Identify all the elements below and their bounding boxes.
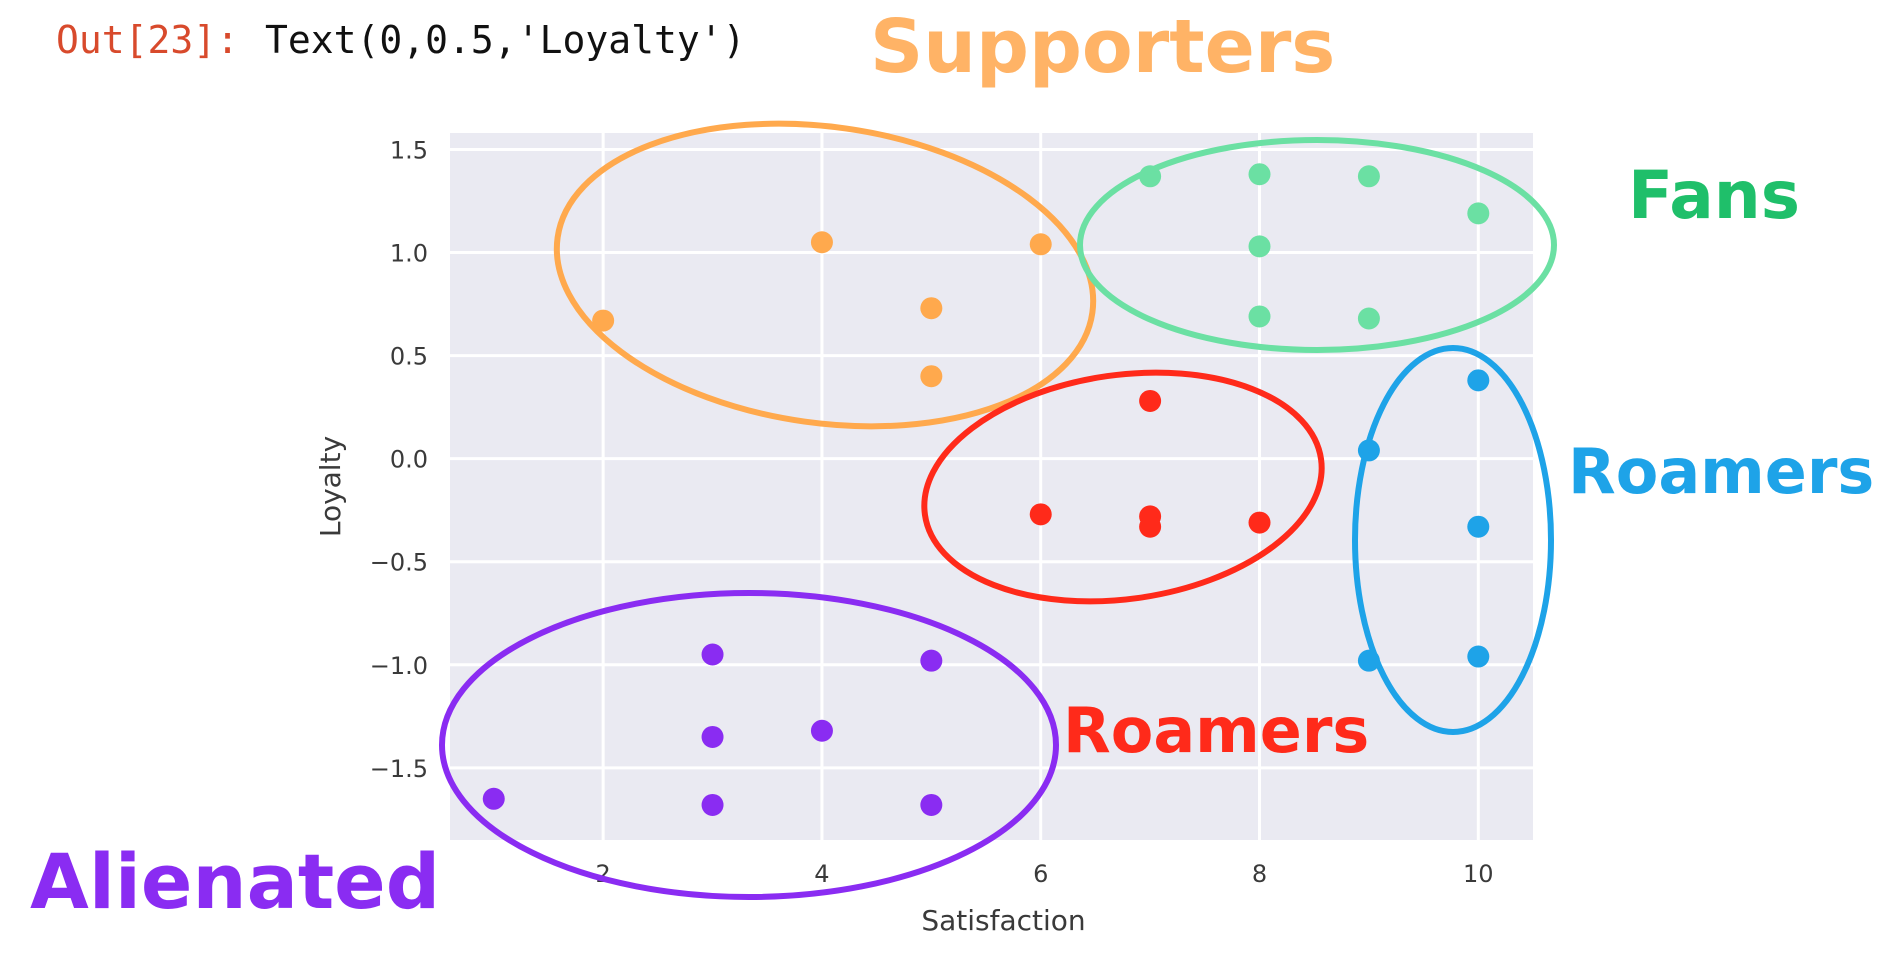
x-tick-label: 4 — [814, 860, 829, 888]
data-point — [810, 231, 833, 254]
data-point — [1357, 165, 1380, 188]
data-point — [1248, 305, 1271, 328]
x-tick-label: 2 — [596, 860, 611, 888]
data-point — [1248, 163, 1271, 186]
y-tick-label: −1.5 — [370, 755, 428, 783]
data-point — [1139, 389, 1162, 412]
data-point — [482, 787, 505, 810]
data-point — [920, 793, 943, 816]
data-point — [920, 649, 943, 672]
annotation-label: Fans — [1628, 157, 1800, 234]
data-point — [1248, 511, 1271, 534]
y-tick-label: 1.5 — [390, 136, 428, 164]
cluster-outline — [921, 369, 1325, 605]
data-point — [592, 309, 615, 332]
data-point — [1467, 515, 1490, 538]
x-axis-label: Satisfaction — [921, 904, 1085, 937]
x-tick-label: 10 — [1463, 860, 1494, 888]
annotation-label: Roamers — [1063, 694, 1369, 767]
annotation-label: Alienated — [30, 837, 440, 926]
data-point — [1248, 235, 1271, 258]
plot-area — [450, 133, 1533, 840]
data-point — [920, 297, 943, 320]
cluster-outline — [439, 590, 1059, 900]
annotation-label: Roamers — [1568, 435, 1874, 508]
x-tick-label: 8 — [1252, 860, 1267, 888]
y-tick-label: −1.0 — [370, 652, 428, 680]
output-line: Out[23]: Text(0,0.5,'Loyalty') — [56, 18, 745, 62]
y-tick-label: 0.0 — [390, 446, 428, 474]
x-tick-label: 6 — [1033, 860, 1048, 888]
data-point — [1357, 307, 1380, 330]
data-point — [1467, 645, 1490, 668]
data-point — [1139, 515, 1162, 538]
data-point — [920, 365, 943, 388]
data-point — [1467, 369, 1490, 392]
y-axis-label: Loyalty — [314, 436, 347, 537]
y-tick-label: −0.5 — [370, 549, 428, 577]
data-point — [810, 719, 833, 742]
y-tick-label: 1.0 — [390, 240, 428, 268]
cluster-outline — [1077, 137, 1557, 353]
cluster-outline — [1352, 345, 1554, 735]
annotation-label: Supporters — [870, 4, 1335, 90]
data-point — [1029, 233, 1052, 256]
output-value: Text(0,0.5,'Loyalty') — [265, 18, 746, 62]
data-point — [701, 725, 724, 748]
data-point — [701, 643, 724, 666]
data-point — [701, 793, 724, 816]
data-point — [1467, 202, 1490, 225]
output-prompt: Out[23]: — [56, 18, 240, 62]
y-tick-label: 0.5 — [390, 343, 428, 371]
data-point — [1029, 503, 1052, 526]
cluster-outline — [553, 120, 1097, 430]
